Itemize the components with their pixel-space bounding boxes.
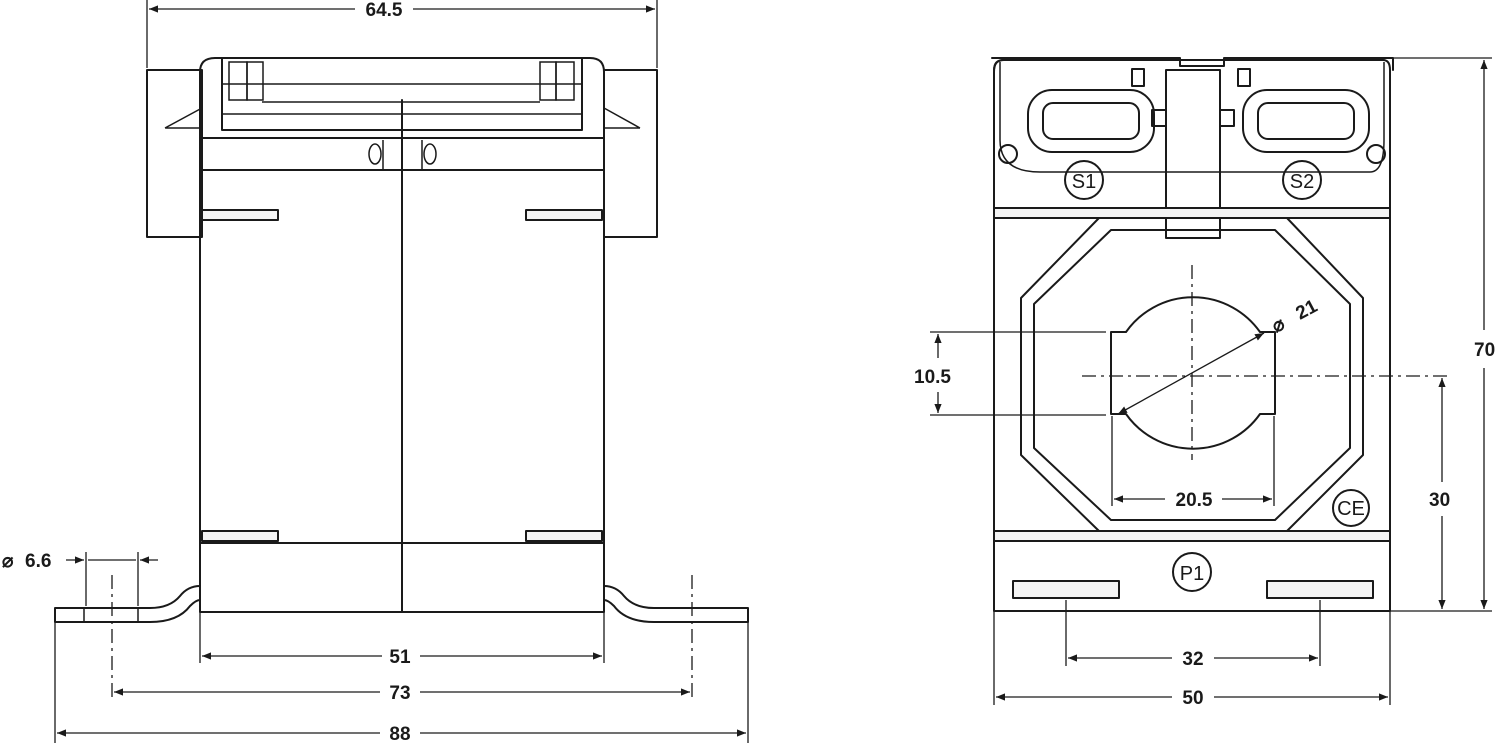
terminal-s1-housing bbox=[1027, 89, 1155, 153]
front-view bbox=[54, 57, 749, 700]
dim-hole-diameter: 6.6 bbox=[25, 551, 51, 572]
mount-slot-right bbox=[1266, 580, 1374, 599]
dim-window-height: 10.5 bbox=[914, 367, 951, 388]
ce-label: CE bbox=[1337, 498, 1365, 520]
dim-body-width: 51 bbox=[389, 647, 411, 668]
outer-octagon-frame bbox=[1020, 217, 1364, 532]
dim-overall-width: 88 bbox=[389, 724, 410, 743]
s2-badge bbox=[1282, 160, 1322, 200]
front-left-foot bbox=[54, 585, 201, 623]
screw-hole-right bbox=[1366, 144, 1386, 164]
s1-label: S1 bbox=[1072, 171, 1096, 193]
inner-octagon-frame bbox=[1033, 229, 1351, 521]
front-body-outline bbox=[199, 57, 605, 613]
p1-label: P1 bbox=[1180, 563, 1204, 585]
front-right-wing bbox=[603, 69, 658, 238]
dim-hole-spacing: 73 bbox=[389, 683, 410, 704]
dim-aperture-diameter: 21 bbox=[1292, 296, 1321, 325]
terminal-s2-housing bbox=[1242, 89, 1370, 153]
screw-hole-left bbox=[998, 144, 1018, 164]
side-center-clip bbox=[1165, 69, 1221, 239]
dim-width-top: 64.5 bbox=[366, 0, 403, 21]
mount-slot-left bbox=[1012, 580, 1120, 599]
dim-center-height: 30 bbox=[1429, 490, 1450, 511]
side-view: S1 S2 CE P1 bbox=[991, 57, 1448, 612]
dim-side-width: 50 bbox=[1182, 688, 1203, 709]
side-body-outline bbox=[993, 59, 1391, 612]
s2-label: S2 bbox=[1290, 171, 1314, 193]
dim-window-width: 20.5 bbox=[1176, 490, 1213, 511]
dim-diameter-symbol-side: ⌀ bbox=[1268, 313, 1288, 337]
aperture-diameter-line bbox=[1117, 332, 1265, 415]
front-left-wing bbox=[146, 69, 203, 238]
front-dimensions: 64.5 51 73 88 ⌀ 6.6 bbox=[2, 0, 749, 743]
s1-badge bbox=[1064, 160, 1104, 200]
ce-mark bbox=[1332, 489, 1370, 527]
p1-badge bbox=[1172, 552, 1212, 592]
primary-aperture bbox=[1110, 296, 1276, 450]
front-right-foot bbox=[603, 585, 749, 623]
dim-side-hole-spacing: 32 bbox=[1182, 649, 1203, 670]
dim-diameter-symbol-front: ⌀ bbox=[2, 551, 14, 572]
dim-side-height: 70 bbox=[1474, 340, 1495, 361]
